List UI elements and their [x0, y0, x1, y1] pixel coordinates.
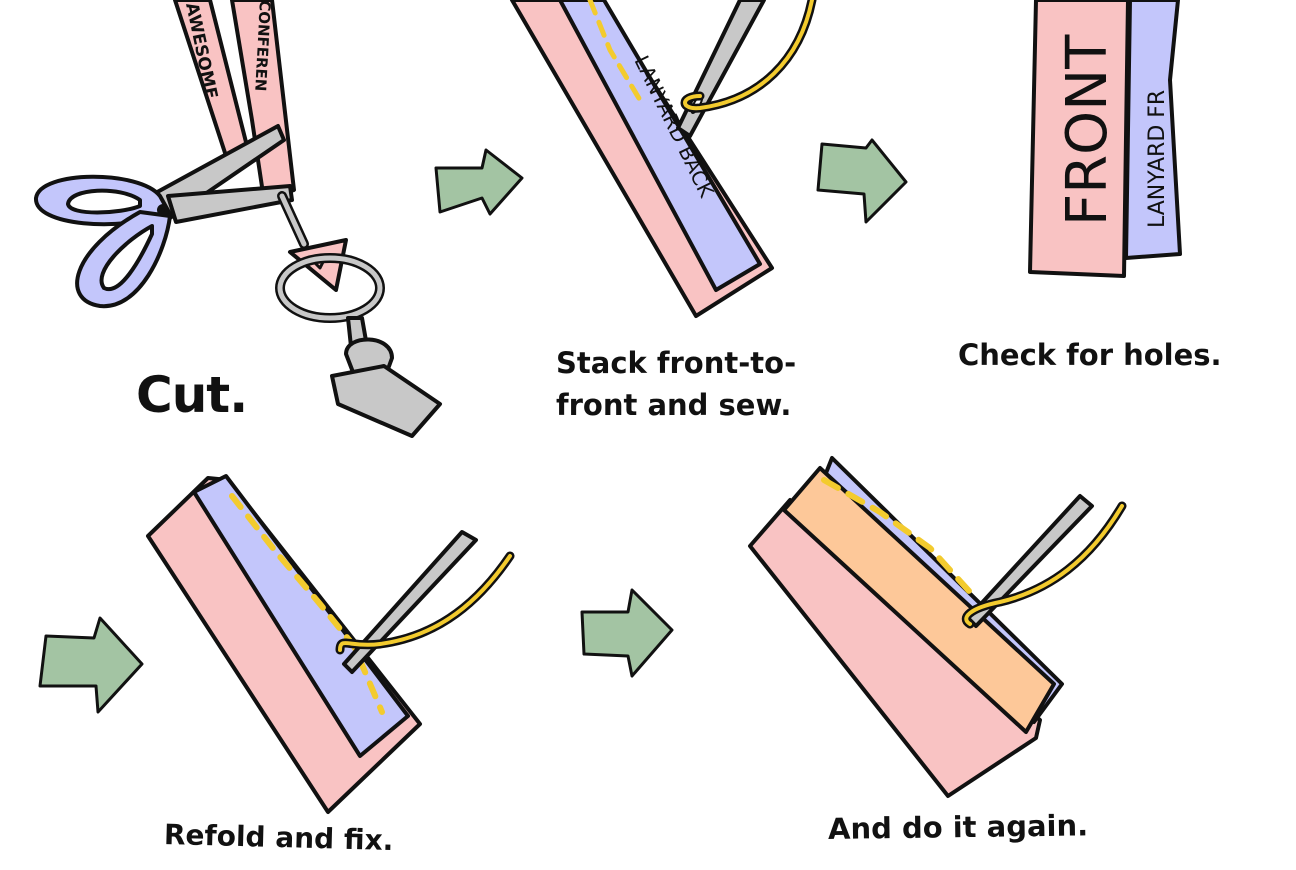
caption-stack-line-1: Stack front-to-: [556, 346, 797, 380]
caption-stack-and-sew: Stack front-to- front and sew.: [556, 342, 796, 426]
caption-check-for-holes: Check for holes.: [958, 338, 1222, 372]
step-cut-illustration: AWESOME CONFEREN: [33, 0, 442, 438]
needle-icon: [966, 494, 1094, 628]
clip-base: [330, 364, 442, 438]
scissors-blade-lower: [166, 184, 294, 224]
caption-stack-line-2: front and sew.: [556, 388, 792, 422]
needle-body: [966, 494, 1094, 628]
clip-ring-inner: [277, 255, 383, 321]
caption-do-it-again: And do it again.: [827, 808, 1089, 846]
thread-fill: [964, 504, 1124, 626]
caption-cut: Cut.: [136, 366, 248, 424]
step-check-illustration: FRONT LANYARD FR: [1028, 0, 1182, 278]
strip-text-front: FRONT: [1055, 34, 1120, 226]
lanyard-clip-icon: [275, 191, 442, 438]
step-sew-illustration: LANYARD BACK: [510, 0, 817, 318]
needle-body: [342, 530, 478, 674]
arrow-right-icon: [434, 148, 524, 216]
caption-refold-and-fix: Refold and fix.: [163, 818, 394, 858]
clip-connector-inner: [279, 193, 307, 247]
thread-fill: [338, 554, 512, 652]
sew-stitches: [587, 0, 643, 103]
thread-fill: [683, 0, 814, 111]
thread-icon: [335, 551, 515, 655]
arrow-right-icon: [580, 588, 674, 678]
again-strip-orange: [782, 466, 1056, 734]
scissors-handle-lower: [75, 210, 172, 309]
thread-icon: [680, 0, 817, 113]
arrow-right-icon: [816, 138, 908, 224]
front-strip-pink: [1028, 0, 1130, 278]
step-refold-illustration: [146, 474, 515, 814]
scissors-pivot: [157, 204, 169, 216]
sew-strip-lavender: [558, 0, 762, 292]
thread-icon: [961, 501, 1127, 629]
refold-strip-lavender: [192, 474, 410, 758]
strip-text-lanyard-front: LANYARD FR: [1145, 90, 1170, 228]
strip-text-conference: CONFEREN: [251, 0, 274, 92]
thread-outline: [335, 551, 515, 655]
again-stitches: [821, 477, 973, 595]
needle-body: [676, 0, 766, 138]
needle-icon: [342, 530, 478, 674]
again-strip-pink: [748, 498, 1042, 798]
needle-icon: [676, 0, 766, 138]
arrow-right-icon: [38, 616, 144, 714]
step-again-illustration: [748, 456, 1127, 798]
scissors-icon: [33, 124, 294, 309]
refold-stitches: [229, 493, 385, 715]
